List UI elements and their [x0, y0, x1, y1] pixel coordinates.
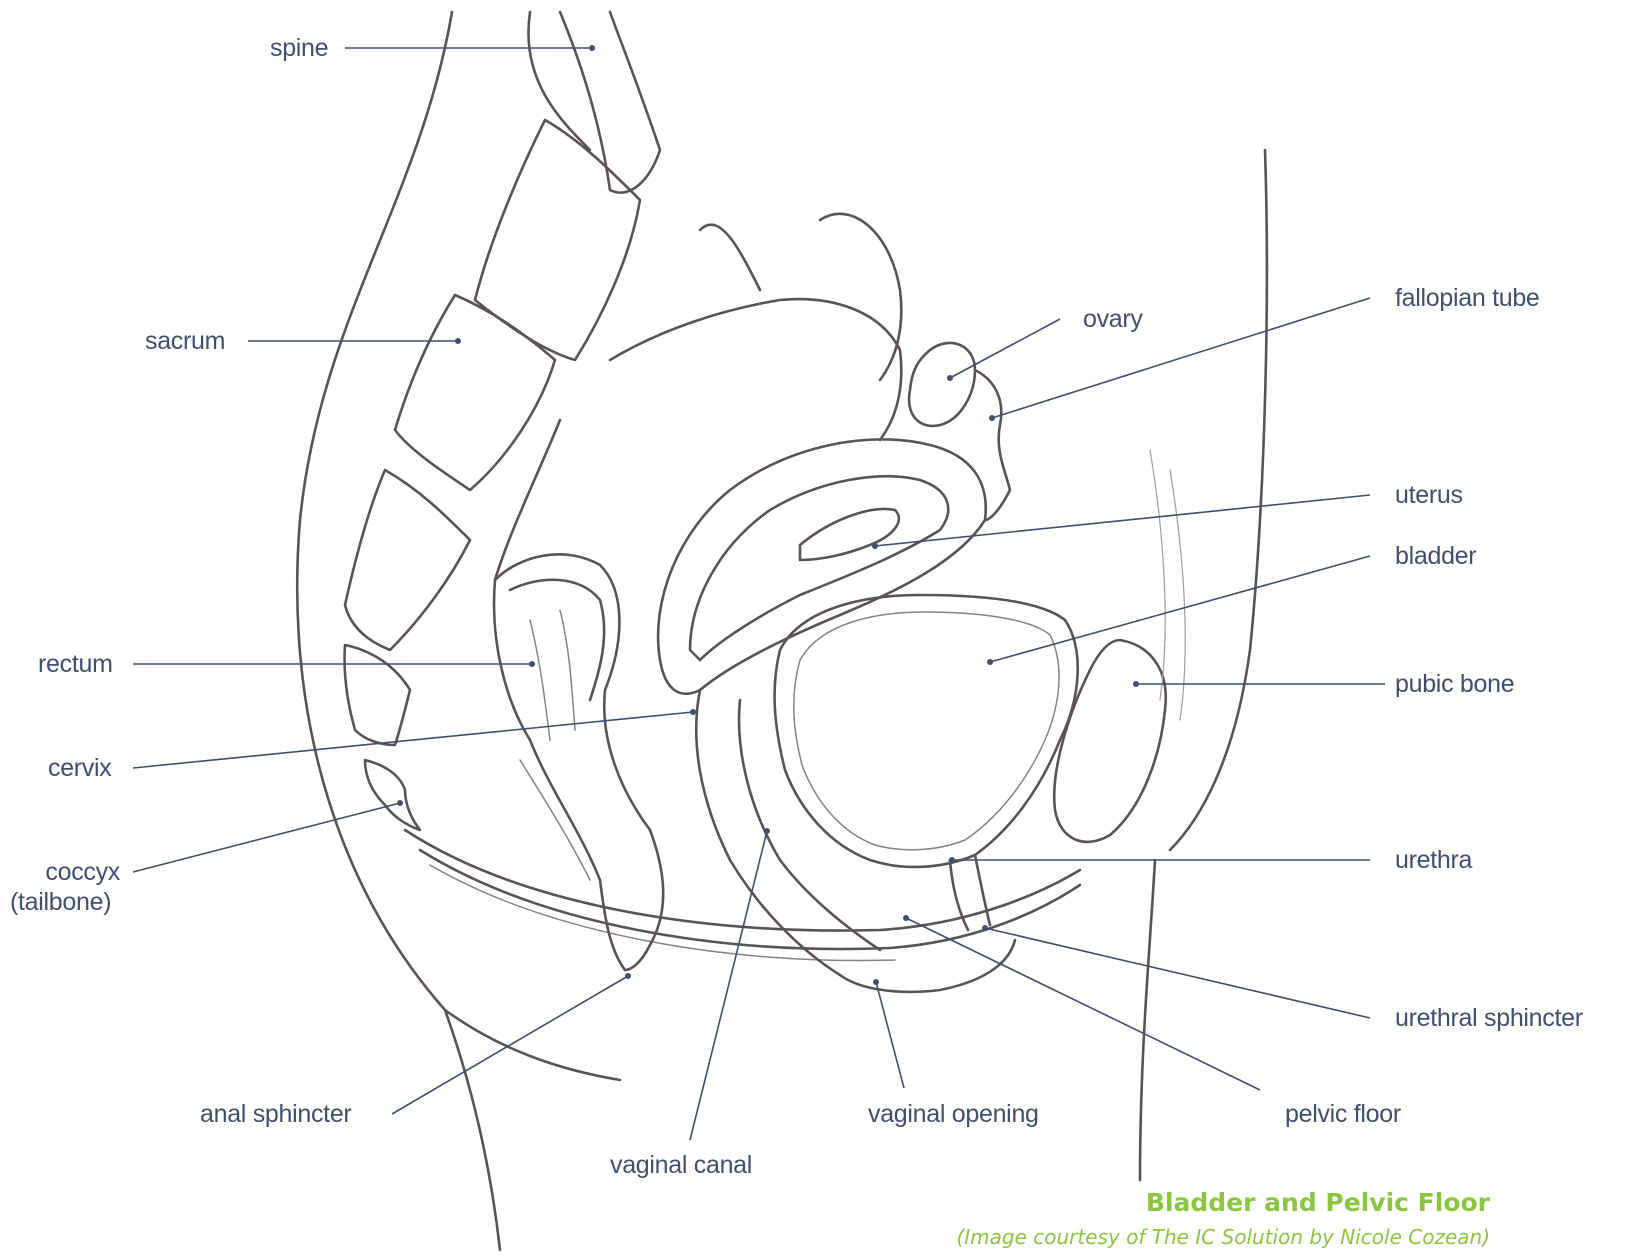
- spine-dot: [589, 45, 595, 51]
- bladder-wall: [794, 612, 1059, 850]
- sacrum-vertebra-1: [475, 120, 640, 360]
- label-ovary: ovary: [1083, 307, 1143, 332]
- uterine-cavity: [800, 509, 899, 560]
- coccyx-dot: [397, 800, 403, 806]
- pubic-bone-shape: [1054, 640, 1166, 842]
- label-spine: spine: [270, 36, 328, 61]
- coccyx-leader: [133, 803, 400, 872]
- coccyx-bone: [365, 760, 420, 830]
- urethra-dot: [949, 857, 955, 863]
- front-outline: [1170, 150, 1267, 850]
- vaginal-wall-anterior: [739, 700, 880, 950]
- fallopian-tube-dot: [989, 415, 995, 421]
- colon-outline: [610, 299, 901, 440]
- sacrum-vertebra-2: [395, 295, 555, 490]
- vaginal-canal-dot: [764, 828, 770, 834]
- ovary-shape: [909, 343, 975, 426]
- label-urethral-sphincter: urethral sphincter: [1395, 1006, 1583, 1031]
- anatomy-sketch: [297, 12, 1267, 1250]
- label-bladder: bladder: [1395, 544, 1476, 569]
- urethral-sphincter-leader: [985, 928, 1370, 1018]
- vaginal-canal-leader: [690, 831, 767, 1140]
- label-tailbone: (tailbone): [10, 890, 111, 915]
- label-urethra: urethra: [1395, 848, 1472, 873]
- label-pelvic-floor: pelvic floor: [1285, 1102, 1401, 1127]
- sacrum-dot: [455, 338, 461, 344]
- anal-sphincter-leader: [392, 976, 628, 1114]
- fallopian-tube-leader: [992, 298, 1370, 418]
- pelvic-floor-dot: [903, 915, 909, 921]
- sacrum-vertebra-3: [345, 470, 470, 650]
- caption-title: Bladder and Pelvic Floor: [1146, 1188, 1490, 1217]
- bladder-dot: [987, 659, 993, 665]
- label-uterus: uterus: [1395, 483, 1463, 508]
- urethral-sphincter-dot: [982, 925, 988, 931]
- uterus-dot: [872, 543, 878, 549]
- leader-lines: [133, 45, 1385, 1140]
- back-outline: [297, 12, 500, 1250]
- anal-sphincter-dot: [625, 973, 631, 979]
- label-coccyx: coccyx: [38, 860, 120, 885]
- label-vaginal-canal: vaginal canal: [610, 1153, 752, 1178]
- label-anal-sphincter: anal sphincter: [200, 1102, 351, 1127]
- small-bowel: [700, 214, 901, 380]
- label-sacrum: sacrum: [145, 329, 225, 354]
- spine-outline: [560, 12, 660, 193]
- label-fallopian-tube: fallopian tube: [1395, 286, 1540, 311]
- uterus-outer: [658, 439, 986, 693]
- label-pubic-bone: pubic bone: [1395, 672, 1514, 697]
- pubic-bone-dot: [1133, 681, 1139, 687]
- abdominal-lines: [1150, 450, 1185, 720]
- vaginal-opening-leader: [876, 982, 904, 1088]
- ovary-dot: [947, 375, 953, 381]
- sacrum-vertebra-4: [345, 645, 410, 745]
- label-rectum: rectum: [38, 652, 113, 677]
- label-vaginal-opening: vaginal opening: [868, 1102, 1039, 1127]
- vaginal-opening-dot: [873, 979, 879, 985]
- label-cervix: cervix: [48, 756, 111, 781]
- bladder-outer: [775, 595, 1078, 867]
- caption-credit: (Image courtesy of The IC Solution by Ni…: [956, 1225, 1490, 1249]
- rectum-outer: [495, 554, 663, 970]
- cervix-dot: [690, 709, 696, 715]
- uterus-middle: [690, 476, 948, 660]
- gluteal-outline: [445, 1010, 620, 1080]
- fallopian-tube-shape: [975, 370, 1010, 520]
- rectum-inner: [510, 580, 604, 700]
- front-outline-lower: [1140, 860, 1155, 1180]
- rectum-dot: [529, 661, 535, 667]
- uterus-leader: [875, 495, 1370, 546]
- pelvic-floor-leader: [906, 918, 1260, 1090]
